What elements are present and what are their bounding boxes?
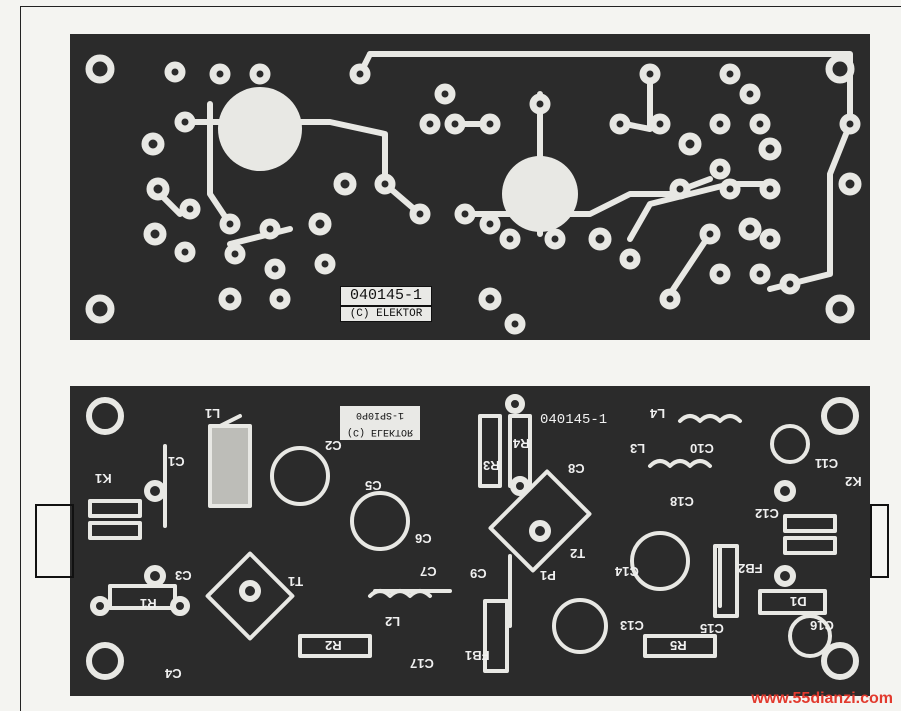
label-r5: R5 bbox=[670, 638, 687, 653]
label-p1: P1 bbox=[540, 568, 556, 583]
label-l4: L4 bbox=[650, 406, 666, 421]
label-l1: L1 bbox=[205, 406, 221, 421]
label-c6: C6 bbox=[415, 531, 432, 546]
label-r2: R2 bbox=[325, 638, 342, 653]
connector-k2-outline bbox=[870, 504, 889, 578]
label-c5: C5 bbox=[365, 478, 382, 493]
label-c10: C10 bbox=[690, 441, 714, 456]
label-c2: C2 bbox=[325, 438, 342, 453]
label-c11: C11 bbox=[815, 456, 839, 471]
label-l2: L2 bbox=[385, 614, 401, 629]
watermark: www.55dianzi.com bbox=[751, 690, 893, 707]
pcb-track-layout: 040145-1 (C) ELEKTOR bbox=[70, 34, 870, 340]
connector-k1-outline bbox=[35, 504, 74, 578]
label-c8: C8 bbox=[568, 461, 585, 476]
label-r4: R4 bbox=[513, 436, 530, 451]
track-artwork bbox=[85, 51, 862, 335]
top-part-number: 040145-1 bbox=[340, 286, 432, 306]
label-c9: C9 bbox=[470, 566, 487, 581]
label-c13: C13 bbox=[620, 618, 644, 633]
bottom-copyright-text: (C) ELEKTOR bbox=[346, 426, 413, 437]
pcb-component-layout: (C) ELEKTOR 1-SPI0P0 040145-1 L1 C1 C2 K… bbox=[35, 386, 889, 696]
bottom-copyright-mirrored: (C) ELEKTOR 1-SPI0P0 bbox=[340, 406, 420, 440]
label-c14: C14 bbox=[615, 564, 639, 579]
label-k1: K1 bbox=[95, 471, 112, 486]
label-c18: C18 bbox=[670, 494, 694, 509]
top-copyright: (C) ELEKTOR bbox=[340, 306, 432, 322]
label-k2: K2 bbox=[845, 474, 862, 489]
page-frame bbox=[20, 6, 901, 711]
label-t2: T2 bbox=[570, 546, 586, 561]
label-c17: C17 bbox=[410, 656, 434, 671]
bottom-mirrored-code: 1-SPI0P0 bbox=[356, 409, 405, 420]
label-c16: C16 bbox=[810, 618, 834, 633]
label-r3: R3 bbox=[483, 458, 500, 473]
bottom-part-number: 040145-1 bbox=[540, 412, 608, 428]
component-artwork bbox=[86, 394, 859, 680]
label-c7: C7 bbox=[420, 564, 437, 579]
label-c12: C12 bbox=[755, 506, 779, 521]
label-fb2: FB2 bbox=[738, 561, 763, 576]
label-r1: R1 bbox=[140, 596, 157, 611]
label-c3: C3 bbox=[175, 568, 192, 583]
label-t1: T1 bbox=[288, 574, 304, 589]
label-c4: C4 bbox=[165, 666, 182, 681]
label-c15: C15 bbox=[700, 621, 724, 636]
label-d1: D1 bbox=[790, 594, 807, 609]
label-fb1: FB1 bbox=[465, 648, 490, 663]
label-c1: C1 bbox=[168, 454, 185, 469]
label-l3: L3 bbox=[630, 441, 646, 456]
